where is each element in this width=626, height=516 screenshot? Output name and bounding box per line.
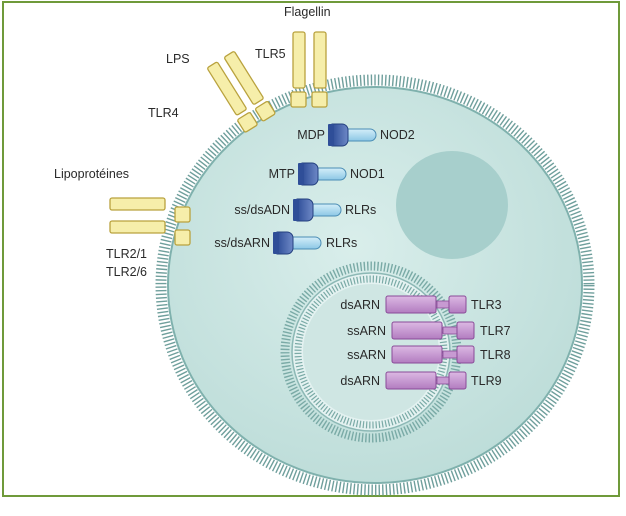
nucleus (396, 151, 508, 259)
label-mtp: MTP (269, 167, 295, 181)
label-tlr2-6: TLR2/6 (106, 265, 147, 279)
label-ss-dsarn: ss/dsARN (214, 236, 270, 250)
label-tlr7: TLR7 (480, 324, 511, 338)
label-tlr9: TLR9 (471, 374, 502, 388)
nod1-receptor (298, 162, 347, 186)
label-rlrs-arn: RLRs (326, 236, 357, 250)
label-ssarn-tlr8: ssARN (347, 348, 386, 362)
label-dsarn-tlr3: dsARN (340, 298, 380, 312)
tlr2-receptor (109, 197, 191, 246)
label-lps: LPS (166, 52, 190, 66)
tlr9-receptor (385, 371, 467, 390)
label-tlr8: TLR8 (480, 348, 511, 362)
tlr8-receptor (391, 345, 475, 364)
label-ss-dsadn: ss/dsADN (234, 203, 290, 217)
label-flagellin: Flagellin (284, 5, 331, 19)
label-mdp: MDP (297, 128, 325, 142)
tlr5-receptor (290, 31, 328, 108)
tlr7-receptor (391, 321, 475, 340)
label-nod1: NOD1 (350, 167, 385, 181)
nod2-receptor (328, 123, 377, 147)
label-tlr4: TLR4 (148, 106, 179, 120)
tlr3-receptor (385, 295, 467, 314)
rlr-adn-receptor (293, 198, 342, 222)
label-nod2: NOD2 (380, 128, 415, 142)
label-dsarn-tlr9: dsARN (340, 374, 380, 388)
label-ssarn-tlr7: ssARN (347, 324, 386, 338)
label-tlr2-1: TLR2/1 (106, 247, 147, 261)
label-tlr5: TLR5 (255, 47, 286, 61)
rlr-arn-receptor (273, 231, 322, 255)
label-rlrs-adn: RLRs (345, 203, 376, 217)
tlr4-receptor (207, 51, 276, 133)
label-tlr3: TLR3 (471, 298, 502, 312)
label-lipoproteines: Lipoprotéines (54, 167, 129, 181)
